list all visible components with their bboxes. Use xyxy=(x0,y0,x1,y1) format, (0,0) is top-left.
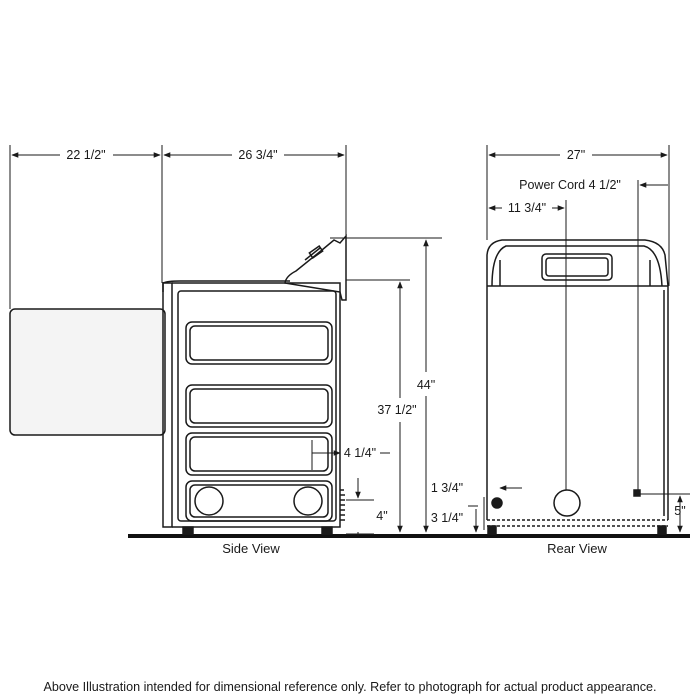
dim-door-depth: 22 1/2" xyxy=(66,148,105,162)
side-foot-rear xyxy=(321,526,333,535)
gas-inlet xyxy=(491,497,503,509)
side-extension-lines xyxy=(9,145,442,535)
dim-body-depth: 26 3/4" xyxy=(238,148,277,162)
rear-base xyxy=(487,519,668,527)
rear-top xyxy=(486,239,669,287)
rear-extension-lines xyxy=(468,145,690,530)
exhaust-vent xyxy=(553,489,581,517)
side-top xyxy=(162,280,290,292)
side-foot-hole-left xyxy=(194,486,224,516)
rear-cabinet xyxy=(486,286,669,520)
rear-console-window xyxy=(541,253,613,281)
side-panel-3 xyxy=(185,432,333,476)
open-door xyxy=(9,308,166,436)
rear-foot-right xyxy=(657,525,667,535)
footnote: Above Illustration intended for dimensio… xyxy=(43,680,657,694)
dim-vent-center: 11 3/4" xyxy=(508,201,546,215)
rear-view-caption: Rear View xyxy=(547,541,607,556)
side-view-drawing xyxy=(9,233,347,535)
power-cord-outlet xyxy=(633,489,641,497)
side-foot-front xyxy=(182,526,194,535)
dim-top-height: 37 1/2" xyxy=(377,403,416,417)
rear-vent-ribs xyxy=(340,489,345,521)
dim-power-cord: Power Cord 4 1/2" xyxy=(519,178,621,192)
floor-line xyxy=(128,534,690,538)
side-panel-1 xyxy=(185,321,333,365)
dim-width: 27" xyxy=(567,148,585,162)
side-foot-hole-right xyxy=(293,486,323,516)
dim-vent-height: 4" xyxy=(376,509,387,523)
rear-view-drawing xyxy=(486,239,669,535)
rear-dimension-arrows xyxy=(473,152,683,533)
rear-foot-left xyxy=(487,525,497,535)
side-console xyxy=(284,233,347,301)
dim-vent-offset: 4 1/4" xyxy=(344,446,376,460)
side-dimension-arrows xyxy=(11,152,429,536)
side-panel-2 xyxy=(185,384,333,428)
dim-overall-height: 44" xyxy=(417,378,435,392)
dim-gas-inlet-side: 1 3/4" xyxy=(431,481,463,495)
side-view-caption: Side View xyxy=(222,541,280,556)
dim-cord-height: 5" xyxy=(674,504,685,518)
side-panel-4 xyxy=(185,480,333,522)
dim-gas-inlet-height: 3 1/4" xyxy=(431,511,463,525)
